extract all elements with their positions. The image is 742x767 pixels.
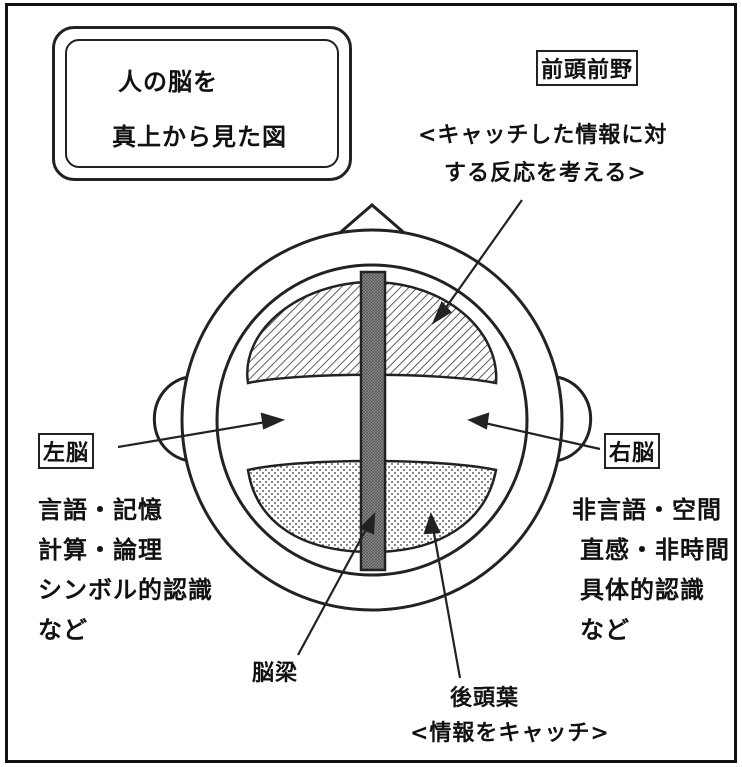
prefrontal-arrowhead <box>431 300 452 325</box>
right-brain-item: 非言語・空間 <box>572 496 722 524</box>
title-inner-border <box>65 39 339 168</box>
corpus-callosum-pointer <box>297 521 371 656</box>
corpus-callosum-label: 脳梁 <box>252 661 299 686</box>
occipital-arrowhead <box>423 512 441 535</box>
left-brain-label: 左脳 <box>38 433 95 469</box>
prefrontal-pointer <box>439 199 523 317</box>
left-brain-item: 言語・記憶 <box>38 496 163 524</box>
left-brain-arrowhead <box>260 412 286 430</box>
occipital-label: 後頭葉 <box>450 686 520 711</box>
title-line-1: 人の脳を <box>118 68 218 96</box>
diagram-frame <box>5 3 737 763</box>
prefrontal-label: 前頭前野 <box>536 50 639 86</box>
left-brain-item: 計算・論理 <box>38 536 163 564</box>
prefrontal-desc-line-2: する反応を考える> <box>444 161 647 186</box>
right-brain-pointer <box>479 420 601 451</box>
occipital-desc: <情報をキャッチ> <box>410 721 610 746</box>
left-brain-item: など <box>38 616 88 644</box>
right-brain-label: 右脳 <box>604 433 661 469</box>
right-ear <box>544 374 593 464</box>
title-box <box>52 26 352 181</box>
occipital-pointer <box>430 521 462 679</box>
title-line-2: 真上から見た図 <box>112 123 287 151</box>
left-ear <box>152 374 201 464</box>
right-brain-item: など <box>580 616 630 644</box>
corpus-callosum-arrowhead <box>359 512 376 535</box>
right-brain-item: 直感・非時間 <box>580 536 730 564</box>
right-brain-item: 具体的認識 <box>580 576 705 604</box>
left-brain-item: シンボル的認識 <box>38 576 213 604</box>
prefrontal-desc-line-1: <キャッチした情報に対 <box>418 123 668 148</box>
left-brain-pointer <box>117 419 273 449</box>
right-brain-arrowhead <box>467 412 490 430</box>
